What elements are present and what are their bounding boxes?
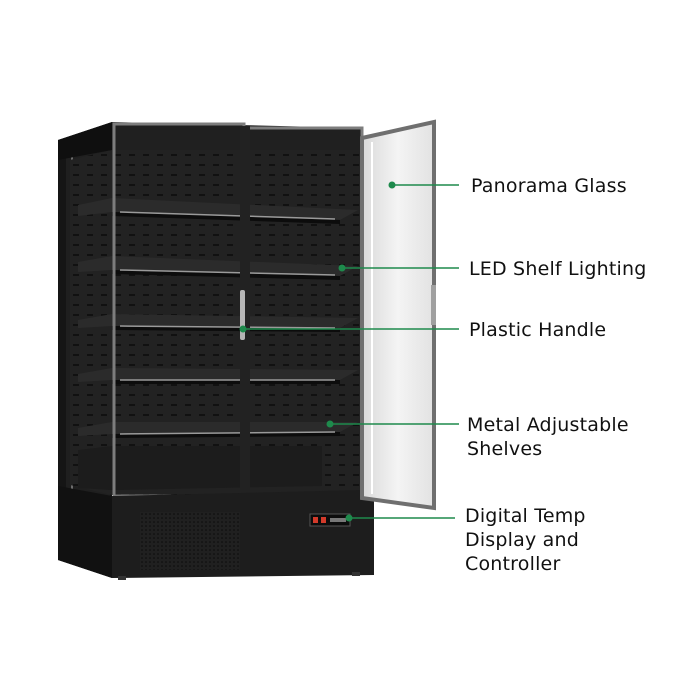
callout-plastic-handle-line — [239, 325, 459, 333]
label-line: Metal Adjustable — [467, 414, 629, 436]
led-strips — [119, 211, 336, 435]
shelf — [78, 256, 358, 280]
label-line: Display and — [465, 529, 580, 551]
label-line: Plastic Handle — [469, 319, 607, 341]
label-metal-adjustable-shelves: Metal Adjustable Shelves — [467, 413, 629, 461]
label-line: Shelves — [467, 438, 543, 460]
label-led-shelf-lighting: LED Shelf Lighting — [469, 257, 646, 281]
label-panorama-glass: Panorama Glass — [471, 174, 627, 198]
shelf — [78, 446, 322, 490]
callout-digital-temp-line — [345, 514, 455, 522]
label-line: Controller — [465, 553, 561, 575]
door-handle — [431, 285, 436, 325]
callout-panorama-glass-line — [388, 181, 459, 189]
vent-grille — [140, 512, 240, 570]
shelf — [78, 368, 358, 384]
label-plastic-handle: Plastic Handle — [469, 318, 606, 342]
label-line: Panorama Glass — [471, 175, 627, 197]
callout-metal-shelves-line — [326, 420, 459, 428]
label-line: LED Shelf Lighting — [469, 258, 647, 280]
shelf — [78, 314, 358, 332]
glass-door — [360, 119, 436, 511]
label-line: Digital Temp — [465, 505, 586, 527]
shelf — [78, 198, 358, 224]
label-digital-temp-display: Digital Temp Display and Controller — [465, 504, 586, 576]
callout-led-shelf-lighting-line — [338, 264, 459, 272]
